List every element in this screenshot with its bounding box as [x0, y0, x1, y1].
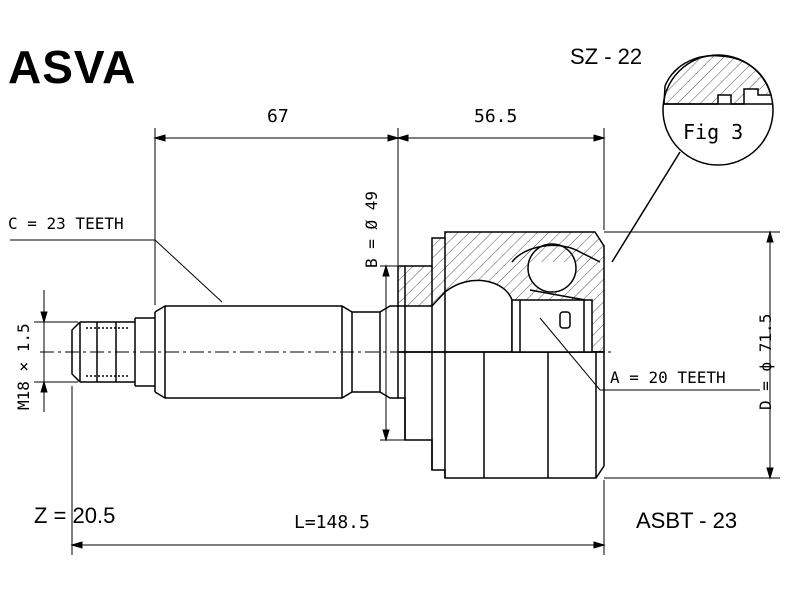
dim-shaft-length-label: 67 — [267, 106, 289, 127]
dim-bearing-dia — [380, 264, 405, 442]
brand-logo: ASVA — [8, 41, 137, 93]
model-code: SZ - 22 — [570, 44, 643, 69]
inner-race — [511, 243, 601, 353]
dim-shaft-length — [153, 128, 400, 305]
dim-bearing-dia-label: B = Ø 49 — [362, 190, 381, 268]
fig3-detail — [611, 54, 774, 263]
total-length-label: L=148.5 — [294, 512, 370, 533]
fig-label: Fig 3 — [683, 120, 744, 144]
leader-outer-teeth — [10, 239, 223, 303]
dim-thread-label: M18 × 1.5 — [14, 323, 33, 410]
dim-thread — [34, 290, 78, 412]
dim-total-length — [70, 386, 606, 555]
inner-teeth-callout: A = 20 TEETH — [610, 368, 726, 387]
leader-inner-teeth — [539, 317, 760, 391]
dim-outer-dia-label: D = ϕ 71.5 — [756, 313, 775, 410]
dim-housing-length — [396, 128, 606, 230]
z-value: Z = 20.5 — [34, 503, 116, 528]
abs-code: ASBT - 23 — [636, 508, 738, 533]
splined-shaft — [154, 305, 398, 399]
threaded-tip — [71, 312, 156, 392]
dim-housing-length-label: 56.5 — [474, 106, 518, 127]
dim-outer-dia — [604, 230, 780, 480]
outer-teeth-callout: C = 23 TEETH — [8, 214, 124, 233]
